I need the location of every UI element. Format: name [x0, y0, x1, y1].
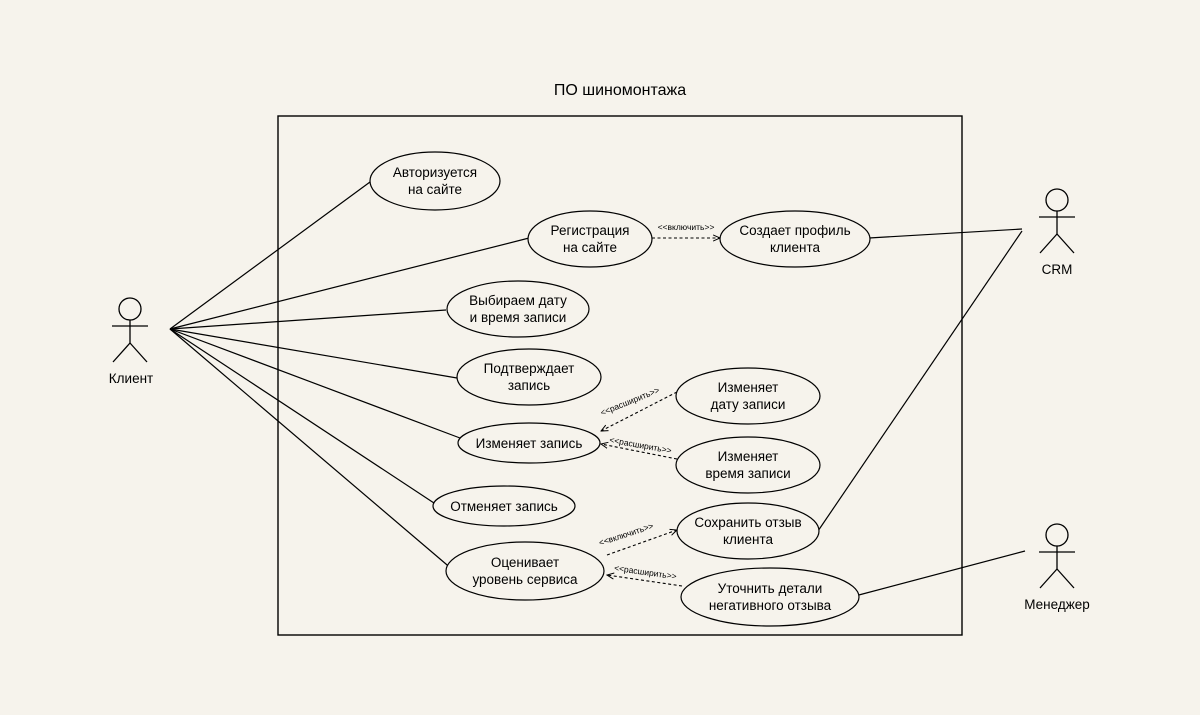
svg-text:Выбираем дату: Выбираем дату [469, 293, 567, 308]
actor-crm-label: CRM [1042, 262, 1073, 277]
use-case-cancel: Отменяет запись [432, 485, 576, 527]
use-case-register: Регистрация на сайте [527, 210, 653, 268]
svg-text:Подтверждает: Подтверждает [484, 361, 575, 376]
actor-crm-figure [1039, 188, 1075, 254]
actor-manager-figure [1039, 523, 1075, 589]
svg-text:и время записи: и время записи [470, 310, 567, 325]
use-case-change: Изменяет запись [457, 422, 601, 464]
svg-text:Отменяет запись: Отменяет запись [450, 499, 558, 514]
association-client-rate [169, 328, 454, 571]
associations [169, 181, 1026, 597]
actor-manager-label: Менеджер [1024, 597, 1090, 612]
actor-client-label: Клиент [109, 371, 153, 386]
svg-text:Регистрация: Регистрация [551, 223, 630, 238]
association-client-confirm [169, 328, 458, 379]
svg-text:Оценивает: Оценивает [491, 555, 559, 570]
association-manager-clarify [854, 550, 1026, 597]
association-crm-save-review [817, 230, 1023, 532]
svg-text:Изменяет: Изменяет [718, 380, 779, 395]
svg-text:уровень сервиса: уровень сервиса [472, 572, 578, 587]
association-client-change [169, 328, 461, 439]
use-case-change-time: Изменяет время записи [675, 436, 821, 494]
association-client-choose [169, 309, 447, 330]
use-case-choose: Выбираем дату и время записи [446, 280, 590, 338]
system-title: ПО шиномонтажа [554, 82, 686, 99]
svg-text:на сайте: на сайте [408, 182, 462, 197]
svg-text:Изменяет запись: Изменяет запись [476, 436, 583, 451]
use-case-change-date: Изменяет дату записи [675, 367, 821, 425]
svg-text:запись: запись [508, 378, 550, 393]
use-case-auth: Авторизуется на сайте [369, 151, 501, 211]
use-case-rate: Оценивает уровень сервиса [445, 541, 605, 601]
stereotype-label: <<расширить>> [609, 435, 673, 456]
use-case-confirm: Подтверждает запись [456, 348, 602, 406]
extend-clarify-rate [607, 575, 683, 587]
svg-text:негативного отзыва: негативного отзыва [709, 598, 832, 613]
svg-text:Создает профиль: Создает профиль [739, 223, 850, 238]
system-boundary [277, 115, 963, 636]
association-crm-profile [868, 228, 1023, 239]
relations [601, 238, 720, 587]
association-client-register [169, 237, 530, 330]
svg-text:клиента: клиента [723, 532, 773, 547]
stereotype-label: <<расширить>> [599, 385, 661, 418]
actor-client-figure [112, 297, 148, 363]
svg-text:дату записи: дату записи [711, 397, 786, 412]
svg-text:Авторизуется: Авторизуется [393, 165, 477, 180]
svg-text:Уточнить детали: Уточнить детали [718, 581, 823, 596]
include-rate-savereview [606, 530, 677, 556]
stereotype-label: <<включить>> [597, 521, 654, 548]
association-client-auth [169, 181, 371, 330]
use-case-profile: Создает профиль клиента [719, 210, 871, 268]
use-case-clarify: Уточнить детали негативного отзыва [680, 567, 860, 627]
svg-text:клиента: клиента [770, 240, 820, 255]
use-case-save-review: Сохранить отзыв клиента [676, 502, 820, 560]
svg-text:на сайте: на сайте [563, 240, 617, 255]
svg-text:время записи: время записи [705, 466, 790, 481]
extend-changetime-change [601, 444, 678, 460]
stereotype-label: <<расширить>> [614, 563, 678, 582]
association-client-cancel [169, 328, 438, 506]
svg-text:Изменяет: Изменяет [718, 449, 779, 464]
svg-text:Сохранить отзыв: Сохранить отзыв [694, 515, 801, 530]
stereotype-label: <<включить>> [658, 222, 715, 232]
